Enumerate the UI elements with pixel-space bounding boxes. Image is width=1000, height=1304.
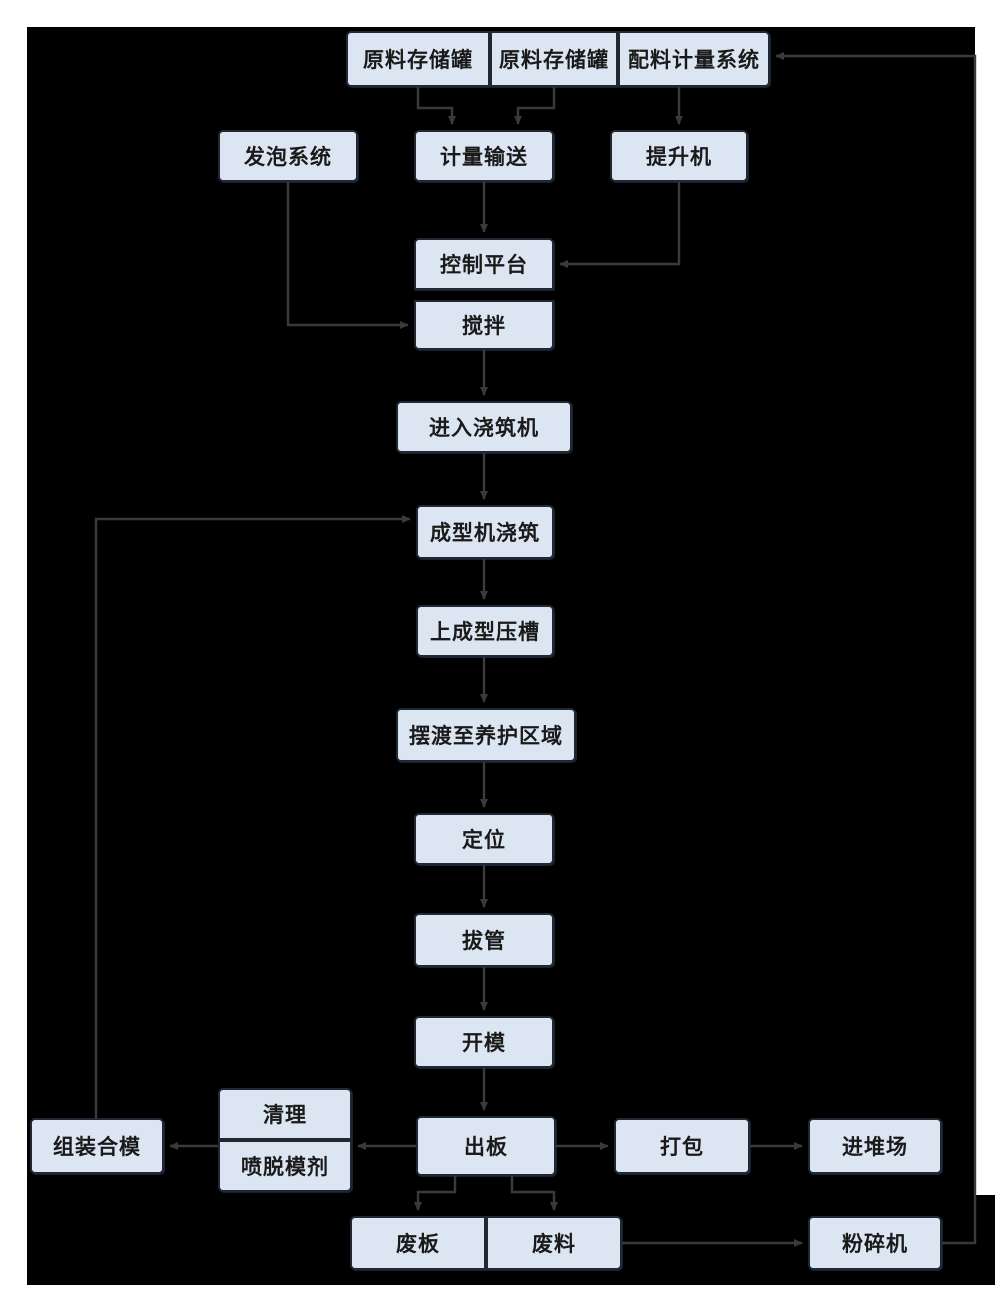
node-label: 控制平台: [440, 253, 528, 277]
node-label: 废料: [532, 1232, 576, 1256]
node-label: 进堆场: [842, 1135, 908, 1159]
node-meter[interactable]: 计量输送: [414, 130, 554, 182]
node-form[interactable]: 成型机浇筑: [416, 505, 554, 559]
node-ferry[interactable]: 摆渡至养护区域: [396, 708, 576, 762]
node-output[interactable]: 出板: [416, 1116, 556, 1176]
node-press[interactable]: 上成型压槽: [416, 605, 554, 657]
node-label: 定位: [462, 828, 506, 852]
node-label: 计量输送: [440, 145, 528, 169]
node-hoist[interactable]: 提升机: [610, 130, 748, 182]
node-label: 搅拌: [462, 314, 506, 338]
node-label: 配料计量系统: [628, 48, 760, 72]
node-crusher[interactable]: 粉碎机: [808, 1216, 942, 1270]
node-yard[interactable]: 进堆场: [808, 1118, 942, 1174]
node-tank2[interactable]: 原料存储罐: [490, 31, 618, 87]
node-pull[interactable]: 拔管: [414, 913, 554, 967]
node-enter[interactable]: 进入浇筑机: [396, 401, 572, 453]
node-pack[interactable]: 打包: [614, 1118, 750, 1174]
node-mix[interactable]: 搅拌: [414, 300, 554, 350]
node-spray[interactable]: 喷脱模剂: [218, 1140, 352, 1192]
node-label: 提升机: [646, 145, 712, 169]
node-label: 清理: [263, 1103, 307, 1127]
node-label: 摆渡至养护区域: [409, 724, 563, 748]
node-label: 喷脱模剂: [241, 1155, 329, 1179]
node-label: 打包: [660, 1135, 704, 1159]
node-label: 粉碎机: [842, 1232, 908, 1256]
node-assemble[interactable]: 组装合模: [30, 1118, 164, 1174]
node-label: 原料存储罐: [363, 48, 473, 72]
node-label: 发泡系统: [244, 145, 332, 169]
node-control[interactable]: 控制平台: [414, 238, 554, 290]
node-wasteboard[interactable]: 废板: [350, 1216, 486, 1270]
node-label: 组装合模: [53, 1135, 141, 1159]
node-label: 废板: [396, 1232, 440, 1256]
node-demold[interactable]: 开模: [414, 1016, 554, 1068]
node-clean[interactable]: 清理: [218, 1088, 352, 1140]
node-batch[interactable]: 配料计量系统: [618, 31, 770, 87]
node-label: 开模: [462, 1031, 506, 1055]
node-label: 上成型压槽: [430, 620, 540, 644]
node-wastemat[interactable]: 废料: [486, 1216, 622, 1270]
node-tank1[interactable]: 原料存储罐: [346, 31, 490, 87]
node-label: 成型机浇筑: [430, 521, 540, 545]
node-foam[interactable]: 发泡系统: [218, 130, 358, 182]
node-label: 原料存储罐: [499, 48, 609, 72]
node-label: 进入浇筑机: [429, 416, 539, 440]
node-label: 出板: [464, 1135, 508, 1159]
node-locate[interactable]: 定位: [414, 813, 554, 865]
node-label: 拔管: [462, 929, 506, 953]
